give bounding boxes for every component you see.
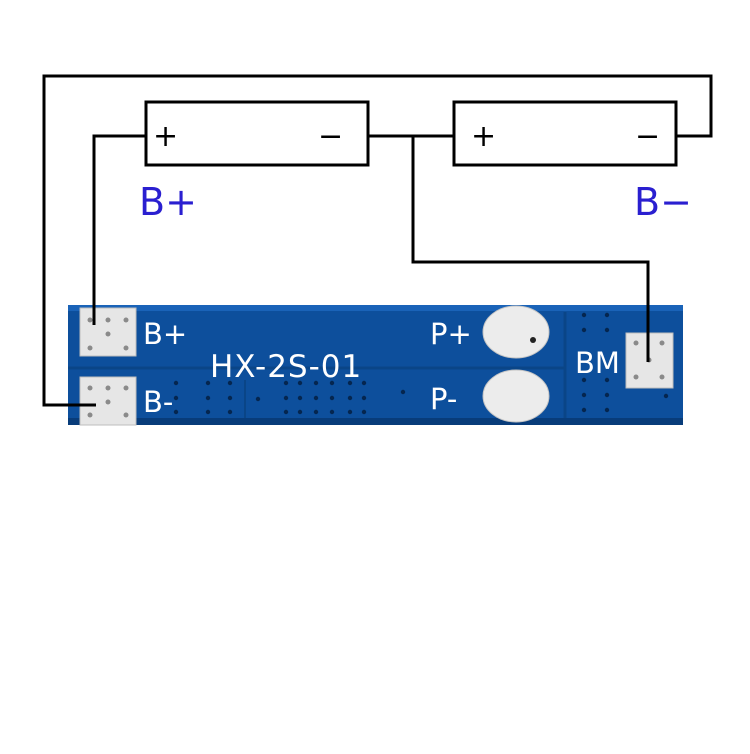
- label-b-plus: B+: [139, 180, 197, 224]
- battery-1-plus-symbol: +: [153, 119, 178, 154]
- via-hole: [173, 380, 179, 386]
- via-hole: [227, 395, 233, 401]
- pcb-bottom-edge: [68, 418, 683, 425]
- pad-dot: [105, 385, 111, 391]
- via-hole: [347, 380, 353, 386]
- via-hole: [329, 380, 335, 386]
- via-hole: [581, 327, 587, 333]
- via-hole: [297, 409, 303, 415]
- silk-b-minus: B-: [143, 385, 173, 419]
- pad-dot: [87, 345, 93, 351]
- via-hole: [604, 407, 610, 413]
- via-hole: [283, 395, 289, 401]
- silk-p-minus: P-: [430, 382, 457, 416]
- pad-dot: [123, 412, 129, 418]
- wire-b-minus-to-pad: [42, 74, 713, 407]
- via-hole: [329, 409, 335, 415]
- via-hole: [255, 396, 261, 402]
- via-hole: [297, 380, 303, 386]
- pcb-vias: [173, 312, 669, 415]
- via-hole: [205, 395, 211, 401]
- via-hole: [604, 327, 610, 333]
- pad-dot: [105, 317, 111, 323]
- wires: [42, 74, 713, 407]
- via-hole: [361, 395, 367, 401]
- pcb-top-edge: [68, 305, 683, 311]
- via-hole: [581, 377, 587, 383]
- pad-dot: [123, 345, 129, 351]
- wire-b-plus-to-pad: [92, 134, 146, 325]
- via-hole: [604, 377, 610, 383]
- pad-dot: [123, 317, 129, 323]
- pad-b-minus: [79, 376, 137, 426]
- battery-1-body: [144, 100, 370, 167]
- silk-bm: BM: [575, 346, 620, 380]
- via-hole: [604, 312, 610, 318]
- via-hole: [604, 392, 610, 398]
- silk-model-number: HX-2S-01: [210, 349, 362, 385]
- pad-dot: [123, 385, 129, 391]
- wire-mid-to-bm: [411, 136, 650, 362]
- pad-dot: [530, 337, 536, 343]
- via-hole: [329, 395, 335, 401]
- pad-dot: [87, 317, 93, 323]
- via-hole: [173, 395, 179, 401]
- pad-p-minus: [482, 369, 550, 423]
- via-hole: [205, 380, 211, 386]
- via-hole: [347, 395, 353, 401]
- pad-p-plus-metal: [482, 305, 550, 359]
- pad-dot: [87, 412, 93, 418]
- battery-2: + −: [452, 100, 678, 167]
- via-hole: [313, 409, 319, 415]
- pad-b-plus: [79, 307, 137, 357]
- via-hole: [283, 409, 289, 415]
- battery-2-body: [452, 100, 678, 167]
- battery-2-minus-symbol: −: [635, 119, 660, 154]
- via-hole: [581, 312, 587, 318]
- pad-dot: [105, 399, 111, 405]
- silk-b-plus: B+: [143, 317, 187, 351]
- via-hole: [227, 380, 233, 386]
- via-hole: [173, 409, 179, 415]
- label-b-minus: B−: [634, 180, 692, 224]
- via-hole: [663, 393, 669, 399]
- via-hole: [313, 380, 319, 386]
- via-hole: [581, 392, 587, 398]
- via-hole: [361, 409, 367, 415]
- pad-p-minus-metal: [482, 369, 550, 423]
- via-hole: [283, 380, 289, 386]
- pad-dot: [659, 374, 665, 380]
- battery-2-plus-symbol: +: [471, 119, 496, 154]
- via-hole: [297, 395, 303, 401]
- pad-p-plus: [482, 305, 550, 359]
- via-hole: [227, 409, 233, 415]
- via-hole: [361, 380, 367, 386]
- pad-dot: [633, 374, 639, 380]
- pad-dot: [659, 340, 665, 346]
- battery-1: + −: [144, 100, 370, 167]
- via-hole: [313, 395, 319, 401]
- via-hole: [581, 407, 587, 413]
- pad-dot: [87, 385, 93, 391]
- pad-dot: [633, 340, 639, 346]
- battery-1-minus-symbol: −: [318, 119, 343, 154]
- via-hole: [347, 409, 353, 415]
- via-hole: [400, 389, 406, 395]
- via-hole: [205, 409, 211, 415]
- silk-p-plus: P+: [430, 317, 472, 351]
- pad-dot: [105, 331, 111, 337]
